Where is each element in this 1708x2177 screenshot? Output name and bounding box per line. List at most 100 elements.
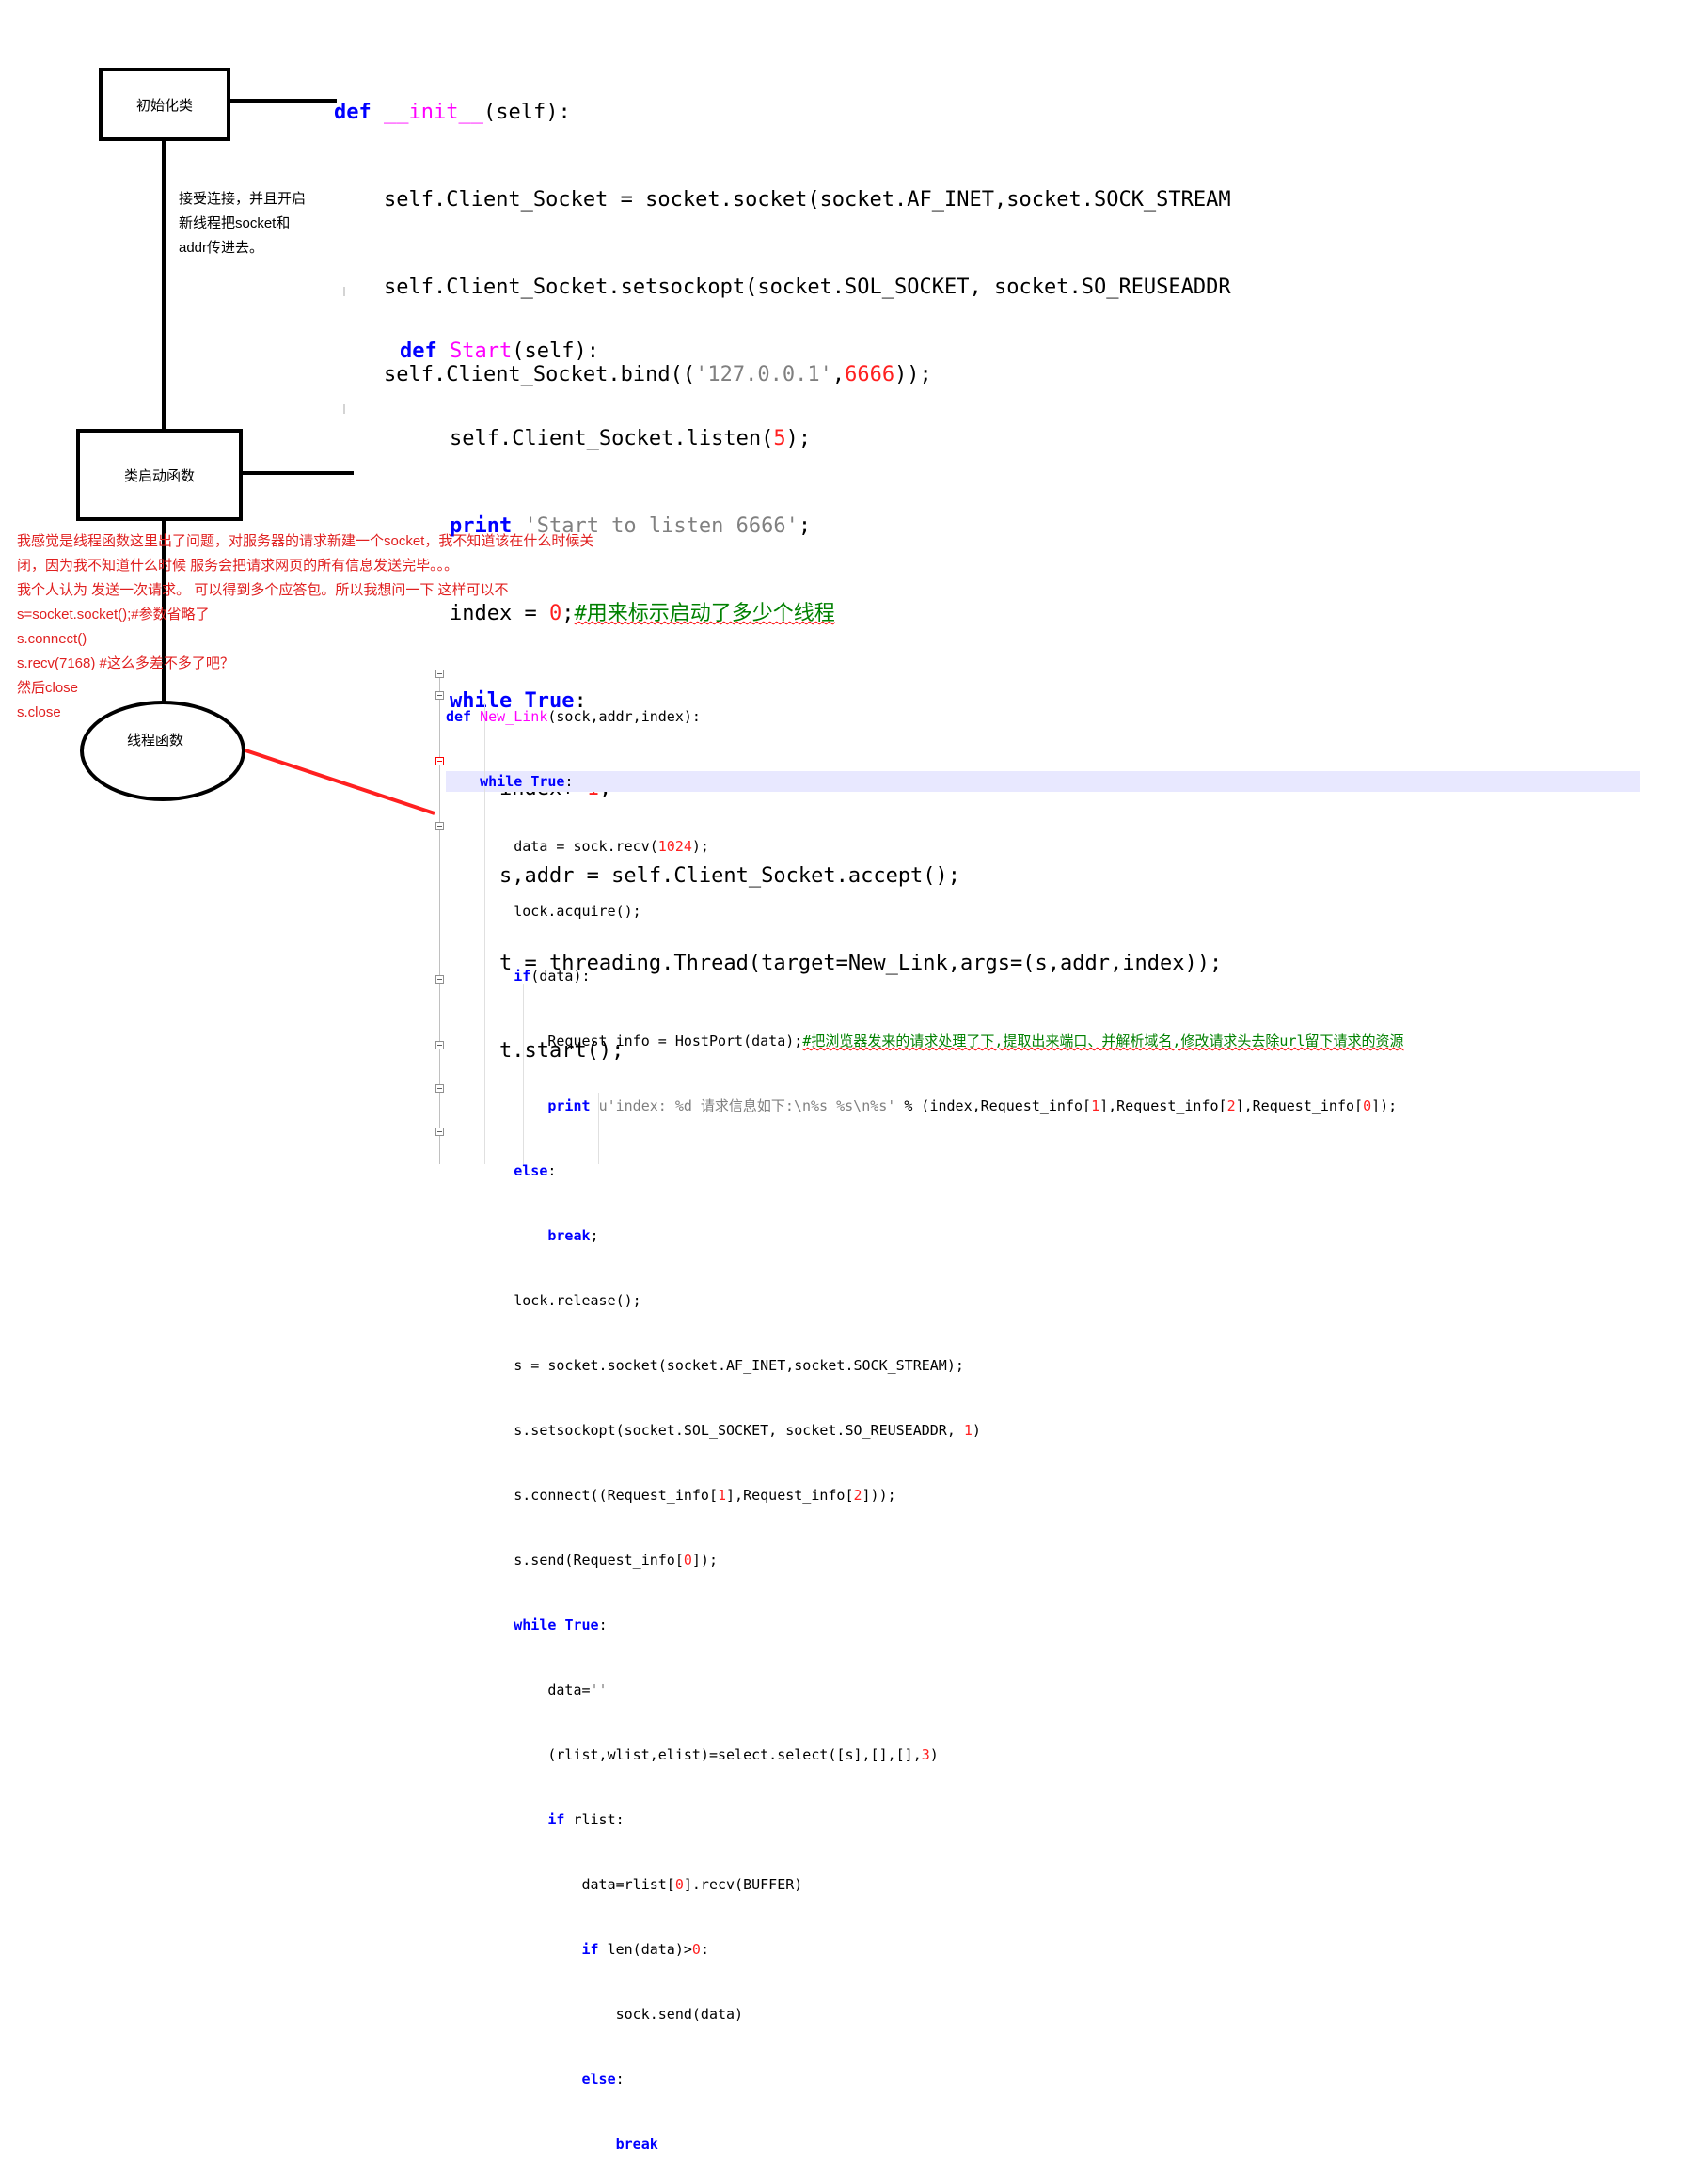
init-bind-pre: self.Client_Socket.bind(( [383,363,696,386]
newlink-line-15: while True: [446,1615,1404,1636]
editor-gutter-line [439,670,440,1164]
rlist-recv-post: ].recv(BUFFER) [683,1876,803,1893]
print-args-1: % (index,Request_info[ [895,1097,1092,1114]
if-len-zero: 0 [691,1941,701,1958]
send-index: 0 [683,1552,692,1569]
init-code-block: def __init__(self): self.Client_Socket =… [334,39,1282,418]
init-code-line-1: def __init__(self): [334,98,1282,127]
else-colon: : [547,1162,557,1179]
start-code-line-7: s,addr = self.Client_Socket.accept(); [400,861,1222,891]
send-pre: s.send(Request_info[ [514,1552,684,1569]
print-format-string: u'index: %d 请求信息如下:\n%s %s\n%s' [598,1097,896,1114]
break-semi: ; [590,1227,599,1244]
while-colon: : [564,773,574,790]
newlink-line-14: s.send(Request_info[0]); [446,1550,1404,1571]
start-function-box: 类启动函数 [76,429,243,521]
print-index-2: 2 [1226,1097,1236,1114]
start-code-line-3: print 'Start to listen 6666'; [400,512,1222,541]
fold-marker-if[interactable] [435,757,444,765]
fold-marker-while[interactable] [435,691,444,700]
start-code-line-5: while True: [400,686,1222,716]
print-args-3: ],Request_info[ [1235,1097,1364,1114]
init-class-label: 初始化类 [135,97,193,114]
connector-note-line-2: 新线程把socket和 [179,215,291,231]
setsockopt-post: ) [972,1422,981,1439]
init-bind-post: )); [894,363,932,386]
init-code-line-2: self.Client_Socket = socket.socket(socke… [334,185,1282,214]
newlink-line-5: if(data): [446,966,1404,987]
rlist-recv-pre: data=rlist[ [581,1876,675,1893]
current-line-highlight [446,771,1640,792]
send-post: ]); [691,1552,718,1569]
keyword-print: print [547,1097,591,1114]
keyword-true: True [524,689,575,713]
thread-to-code-line [242,748,435,815]
start-code-line-9: t.start(); [400,1036,1222,1065]
print-args-2: ],Request_info[ [1099,1097,1227,1114]
newlink-line-23: break [446,2134,1404,2155]
red-note-line-5: s.connect() [17,631,87,647]
newlink-line-1: def New_Link(sock,addr,index): [446,706,1404,728]
red-note-line-4: s=socket.socket();#参数省略了 [17,607,210,623]
keyword-else: else [514,1162,548,1179]
red-note-line-3: 我个人认为 发送一次请求。 可以得到多个应答包。所以我想问一下 这样可以不 [17,582,509,598]
newlink-line-7: print u'index: %d 请求信息如下:\n%s %s\n%s' % … [446,1096,1404,1117]
init-setsockopt: self.Client_Socket.setsockopt(socket.SOL… [383,276,1231,299]
init-class-box: 初始化类 [99,68,230,141]
fold-marker-if-len[interactable] [435,1084,444,1093]
recv-post: ); [691,838,709,855]
listen-backlog: 5 [773,427,786,450]
fold-marker-def[interactable] [435,670,444,678]
init-code-line-3: self.Client_Socket.setsockopt(socket.SOL… [334,273,1282,302]
fold-marker-else[interactable] [435,822,444,830]
newlink-line-17: (rlist,wlist,elist)=select.select([s],[]… [446,1744,1404,1766]
socket-create: s = socket.socket(socket.AF_INET,socket.… [514,1357,964,1374]
function-name-init: __init__ [384,101,483,124]
select-pre: (rlist,wlist,elist)=select.select([s],[]… [547,1746,922,1763]
indent-guide-4 [598,1093,599,1164]
fold-marker-if-rlist[interactable] [435,1041,444,1049]
data-reset-pre: data= [547,1681,591,1698]
print-index-3: 0 [1363,1097,1372,1114]
select-post: ) [929,1746,939,1763]
fold-marker-else-2[interactable] [435,1128,444,1136]
init-signature: (self): [482,101,571,124]
if-len-colon: : [700,1941,709,1958]
index-comment: #用来标示启动了多少个线程 [574,602,835,625]
newlink-line-8: else: [446,1160,1404,1182]
init-bind-comma: , [831,363,846,386]
connect-pre: s.connect((Request_info[ [514,1487,718,1504]
red-note-line-8: s.close [17,704,61,720]
connector-note-line-1: 接受连接，并且开启 [179,191,307,207]
if-rlist-cond: rlist: [564,1811,625,1828]
recv-pre: data = sock.recv( [514,838,658,855]
else-colon: : [615,2071,625,2088]
listen-pre: self.Client_Socket.listen( [449,427,774,450]
newlink-line-11: s = socket.socket(socket.AF_INET,socket.… [446,1355,1404,1377]
keyword-if: if [581,1941,599,1958]
function-name-start: Start [450,339,513,363]
keyword-break: break [547,1227,591,1244]
newlink-signature: (sock,addr,index): [547,708,701,725]
select-timeout: 3 [921,1746,930,1763]
connector-lines [162,99,435,815]
index-init-value: 0 [548,602,562,625]
thread-start-line: t.start(); [498,1039,625,1063]
fold-marker-while-2[interactable] [435,975,444,984]
start-code-line-8: t = threading.Thread(target=New_Link,arg… [400,949,1222,978]
keyword-print: print [449,514,513,538]
while-colon: : [574,689,587,713]
rlist-index: 0 [674,1876,684,1893]
red-note-line-2: 闭，因为我不知道什么时候 服务会把请求网页的所有信息发送完毕。。。 [17,558,459,574]
accept-line: s,addr = self.Client_Socket.accept(); [498,864,961,888]
indent-guide-2 [523,984,524,1164]
setsockopt-flag: 1 [963,1422,973,1439]
setsockopt-pre: s.setsockopt(socket.SOL_SOCKET, socket.S… [514,1422,964,1439]
init-code-line-4: self.Client_Socket.bind(('127.0.0.1',666… [334,360,1282,389]
red-note-line-7: 然后close [17,680,79,696]
hostport-comment: #把浏览器发来的请求处理了下,提取出来端口、并解析域名,修改请求头去除url留下… [802,1033,1404,1049]
keyword-true: True [530,773,565,790]
red-note: 我感觉是线程函数这里出了问题，对服务器的请求新建一个socket，我不知道该在什… [17,529,593,725]
start-code-line-1: def Start(self): [400,337,1222,366]
newlink-line-12: s.setsockopt(socket.SOL_SOCKET, socket.S… [446,1420,1404,1442]
